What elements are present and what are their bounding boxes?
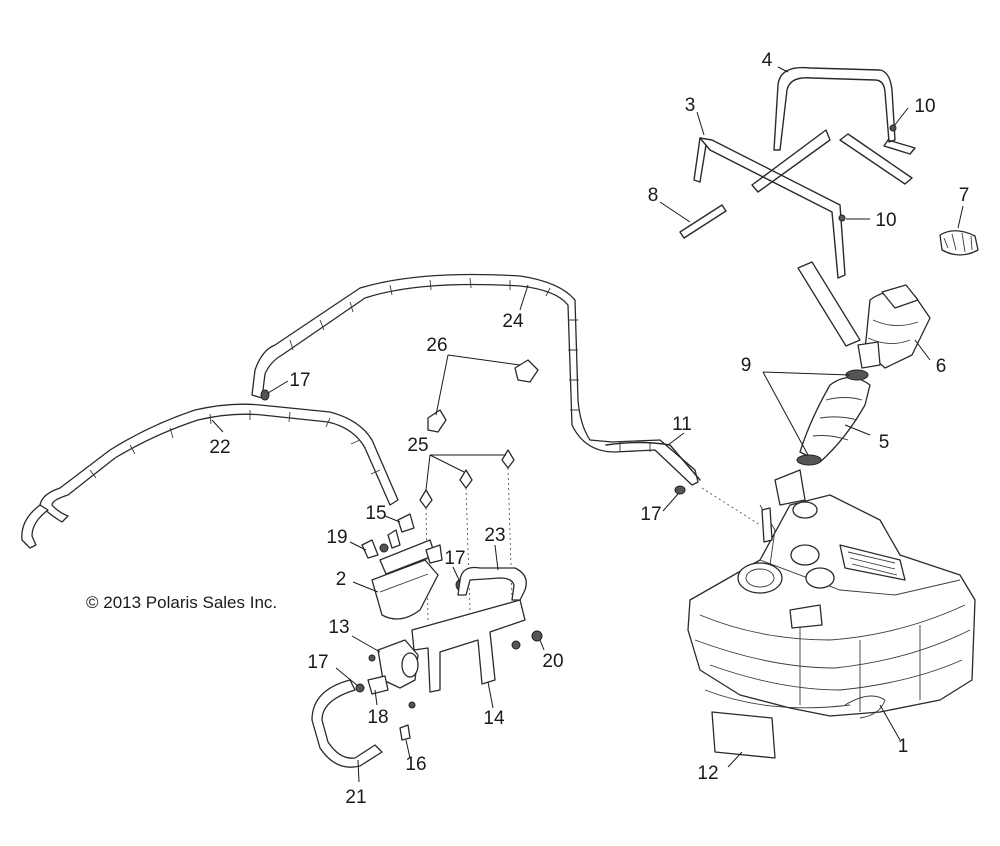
callout-12: 12	[697, 763, 718, 784]
callout-18: 18	[367, 707, 388, 728]
decal-12	[711, 711, 776, 759]
callout-8: 8	[648, 185, 659, 206]
bracket-4	[773, 66, 896, 151]
callout-16: 16	[405, 754, 426, 775]
leader-lines	[211, 66, 964, 783]
callout-2: 2	[336, 569, 347, 590]
callout-17c: 17	[444, 548, 465, 569]
callout-17b: 17	[640, 504, 661, 525]
callout-23: 23	[484, 525, 505, 546]
fuel-line-24	[251, 273, 699, 486]
callout-3: 3	[685, 95, 696, 116]
callout-22: 22	[209, 437, 230, 458]
fuel-filter-2	[371, 539, 443, 620]
callout-13: 13	[328, 617, 349, 638]
fitting-15	[387, 513, 415, 549]
nut-20	[511, 630, 543, 650]
callout-17a: 17	[289, 370, 310, 391]
hose-21	[311, 679, 383, 768]
gas-cap-7	[939, 230, 979, 256]
callout-7: 7	[959, 185, 970, 206]
callout-14: 14	[483, 708, 505, 729]
bracket-26	[427, 359, 539, 433]
vent-line-11	[605, 441, 701, 481]
fasteners-10	[838, 124, 897, 222]
callout-6: 6	[936, 356, 947, 377]
small-clamps-17	[260, 389, 686, 693]
fuel-line-22	[21, 403, 399, 549]
callout-10b: 10	[875, 210, 896, 231]
callout-4: 4	[762, 50, 773, 71]
screws-25	[419, 449, 515, 509]
hose-clamps-9	[796, 369, 869, 466]
fitting-19	[361, 539, 389, 559]
strip-pieces	[839, 133, 916, 185]
callout-15: 15	[365, 503, 386, 524]
callout-1: 1	[898, 736, 909, 757]
callout-21: 21	[345, 787, 366, 808]
clamp-23	[457, 566, 527, 601]
callout-11: 11	[672, 414, 692, 435]
bracket-3	[693, 129, 846, 279]
callout-labels: 1 2 3 4 5 6 7 8 9 10 10 11 12 13 14 15 1…	[209, 50, 969, 808]
strap-piece	[797, 261, 861, 347]
fuel-tank	[687, 469, 976, 719]
callout-5: 5	[879, 432, 890, 453]
bolt-16	[399, 724, 411, 741]
filler-hose-5	[799, 376, 871, 463]
mounting-bracket-14	[411, 599, 526, 693]
fitting-18	[367, 675, 389, 695]
pad-8	[679, 204, 727, 239]
callout-24: 24	[502, 311, 524, 332]
callout-25: 25	[407, 435, 428, 456]
callout-10a: 10	[914, 96, 935, 117]
callout-19: 19	[326, 527, 347, 548]
callout-20: 20	[542, 651, 563, 672]
callout-26: 26	[426, 335, 447, 356]
callout-9: 9	[741, 355, 752, 376]
callout-17d: 17	[307, 652, 328, 673]
filler-neck-6	[857, 284, 931, 369]
copyright-notice: © 2013 Polaris Sales Inc.	[86, 593, 277, 612]
